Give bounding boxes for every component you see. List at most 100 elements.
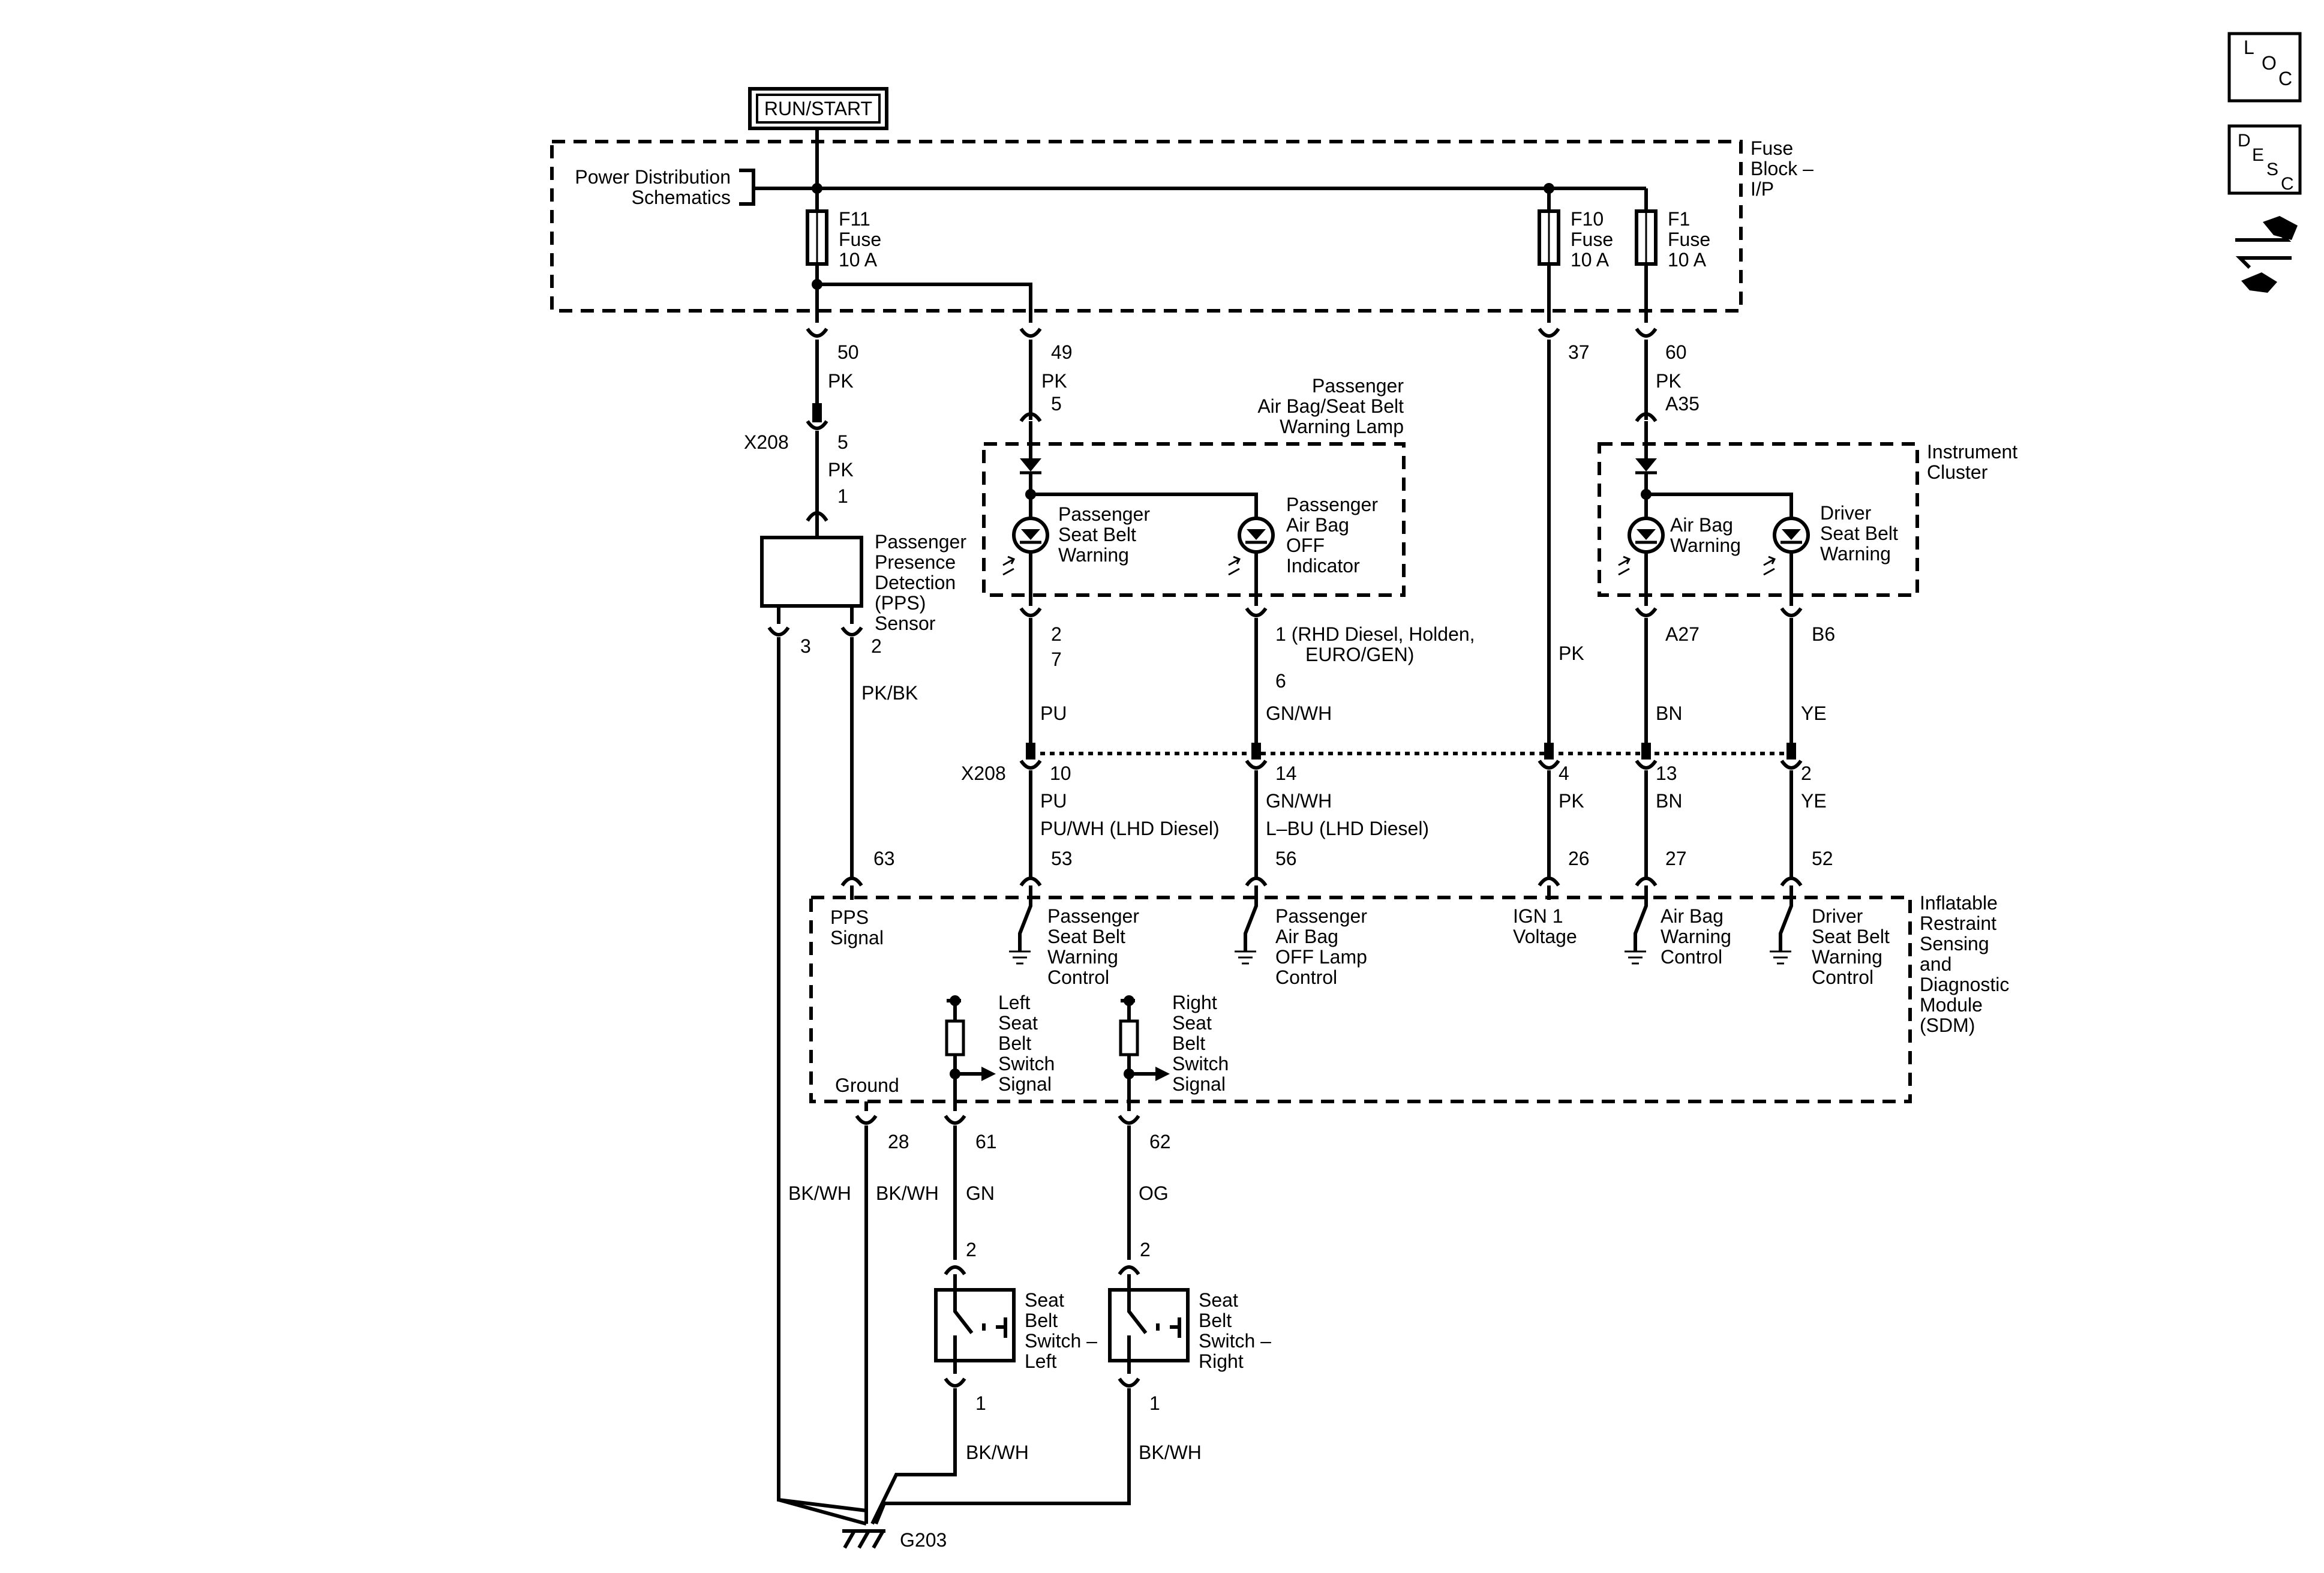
svg-text:PK/BK: PK/BK [861, 682, 918, 704]
svg-text:52: 52 [1812, 848, 1833, 869]
svg-text:Passenger: Passenger [1047, 905, 1139, 927]
sdm-passenger-air-bag-off-control: Passenger Air Bag OFF Lamp Control [1235, 885, 1367, 988]
svg-text:BN: BN [1656, 703, 1682, 724]
diagnostic-wrench-icon[interactable] [2235, 216, 2298, 293]
svg-text:Right: Right [1199, 1350, 1244, 1372]
svg-text:O: O [2262, 52, 2277, 74]
svg-text:PK: PK [1041, 370, 1067, 392]
svg-text:Passenger: Passenger [1058, 503, 1150, 525]
svg-text:Left: Left [998, 992, 1030, 1013]
svg-text:Fuse: Fuse [1750, 137, 1793, 159]
svg-text:Switch: Switch [998, 1053, 1055, 1074]
svg-text:Belt: Belt [998, 1032, 1031, 1054]
sdm-title: Inflatable Restraint Sensing and Diagnos… [1920, 892, 2009, 1036]
svg-text:D: D [2238, 131, 2251, 151]
svg-text:PU/WH (LHD Diesel): PU/WH (LHD Diesel) [1040, 818, 1220, 839]
pin-50: 50 [837, 341, 859, 363]
svg-text:Driver: Driver [1820, 502, 1872, 524]
svg-text:PU: PU [1040, 790, 1067, 812]
svg-text:Inflatable: Inflatable [1920, 892, 1998, 914]
svg-text:13: 13 [1656, 763, 1677, 784]
svg-text:Seat: Seat [1172, 1012, 1212, 1034]
run-start-label: RUN/START [764, 98, 872, 119]
lamp-air-bag-warning: Air Bag Warning [1618, 514, 1741, 576]
svg-text:PU: PU [1040, 703, 1067, 724]
passenger-lamp-module-box [982, 442, 1406, 597]
connector-x208-label: X208 [744, 431, 789, 453]
svg-text:IGN 1: IGN 1 [1513, 905, 1563, 927]
desc-icon[interactable]: D E S C [2227, 124, 2302, 195]
svg-text:Sensing: Sensing [1920, 933, 1989, 954]
svg-text:Seat Belt: Seat Belt [1820, 523, 1898, 544]
svg-text:and: and [1920, 953, 1951, 975]
svg-text:L: L [2244, 37, 2254, 58]
svg-text:Passenger: Passenger [1275, 905, 1367, 927]
instrument-cluster-box [1598, 442, 1919, 597]
svg-text:Control: Control [1275, 966, 1337, 988]
svg-text:10 A: 10 A [1571, 249, 1610, 271]
svg-text:3: 3 [800, 635, 811, 657]
svg-text:Fuse: Fuse [839, 229, 881, 250]
passenger-lamp-title: Passenger Air Bag/Seat Belt Warning Lamp [1257, 375, 1404, 437]
svg-text:Warning: Warning [1058, 544, 1129, 566]
svg-text:Belt: Belt [1199, 1310, 1232, 1331]
svg-text:Control: Control [1812, 966, 1873, 988]
svg-text:F10: F10 [1571, 208, 1604, 230]
connector-fuse-block-outputs [806, 328, 1658, 338]
fuse-block-label: Fuse Block – I/P [1750, 137, 1813, 200]
sdm-left-seat-belt-switch-signal: Left Seat Belt Switch Signal [945, 992, 1055, 1111]
svg-text:2: 2 [871, 635, 882, 657]
svg-text:PK: PK [1656, 370, 1682, 392]
svg-text:7: 7 [1051, 649, 1062, 670]
svg-text:BK/WH: BK/WH [876, 1182, 939, 1204]
svg-text:Warning: Warning [1820, 543, 1891, 565]
svg-text:2: 2 [966, 1239, 977, 1260]
svg-text:Right: Right [1172, 992, 1217, 1013]
svg-text:1: 1 [975, 1392, 986, 1414]
svg-text:Cluster: Cluster [1927, 461, 1988, 483]
svg-text:EURO/GEN): EURO/GEN) [1305, 644, 1414, 665]
svg-text:Switch –: Switch – [1025, 1330, 1097, 1352]
loc-icon[interactable]: L O C [2227, 32, 2302, 103]
svg-text:Restraint: Restraint [1920, 912, 1996, 934]
svg-text:2: 2 [1051, 623, 1062, 645]
svg-text:GN/WH: GN/WH [1266, 703, 1332, 724]
sdm-air-bag-warning-control: Air Bag Warning Control [1625, 885, 1731, 968]
svg-text:Seat: Seat [1025, 1289, 1064, 1311]
svg-text:(PPS): (PPS) [875, 592, 926, 614]
sdm-module-box [809, 896, 1912, 1103]
svg-text:BK/WH: BK/WH [1139, 1442, 1202, 1463]
svg-text:5: 5 [837, 431, 848, 453]
svg-text:Signal: Signal [998, 1073, 1052, 1095]
svg-text:C: C [2281, 174, 2294, 194]
svg-text:A27: A27 [1665, 623, 1700, 645]
svg-text:Left: Left [1025, 1350, 1056, 1372]
svg-text:Control: Control [1047, 966, 1109, 988]
pps-sensor-label: Passenger Presence Detection (PPS) Senso… [875, 531, 966, 634]
svg-text:A35: A35 [1665, 393, 1700, 415]
svg-text:Seat Belt: Seat Belt [1047, 926, 1125, 947]
svg-text:Voltage: Voltage [1513, 926, 1577, 947]
svg-text:Switch –: Switch – [1199, 1330, 1271, 1352]
svg-text:Seat Belt: Seat Belt [1058, 524, 1136, 545]
svg-text:OFF Lamp: OFF Lamp [1275, 946, 1367, 968]
svg-text:14: 14 [1275, 763, 1297, 784]
svg-text:BK/WH: BK/WH [966, 1442, 1029, 1463]
pps-sensor-box [760, 536, 863, 608]
lamp-passenger-seat-belt: Passenger Seat Belt Warning [1002, 503, 1150, 576]
svg-text:Power Distribution: Power Distribution [575, 166, 731, 188]
svg-text:Indicator: Indicator [1286, 555, 1360, 577]
svg-text:OG: OG [1139, 1182, 1169, 1204]
svg-text:28: 28 [888, 1131, 909, 1152]
svg-text:Diagnostic: Diagnostic [1920, 974, 2009, 995]
svg-text:F1: F1 [1668, 208, 1690, 230]
sdm-ign1-voltage: IGN 1 Voltage [1513, 885, 1577, 947]
seat-belt-switch-left: 2 Seat Belt Switch – Left 1 BK/WH [870, 1239, 1097, 1525]
svg-text:Seat: Seat [1199, 1289, 1238, 1311]
sdm-ground-label: Ground [835, 1074, 899, 1096]
svg-text:BN: BN [1656, 790, 1682, 812]
pin-60: 60 [1665, 341, 1687, 363]
svg-text:Control: Control [1661, 946, 1722, 968]
fuse-f11: F11 Fuse 10 A [806, 208, 881, 271]
